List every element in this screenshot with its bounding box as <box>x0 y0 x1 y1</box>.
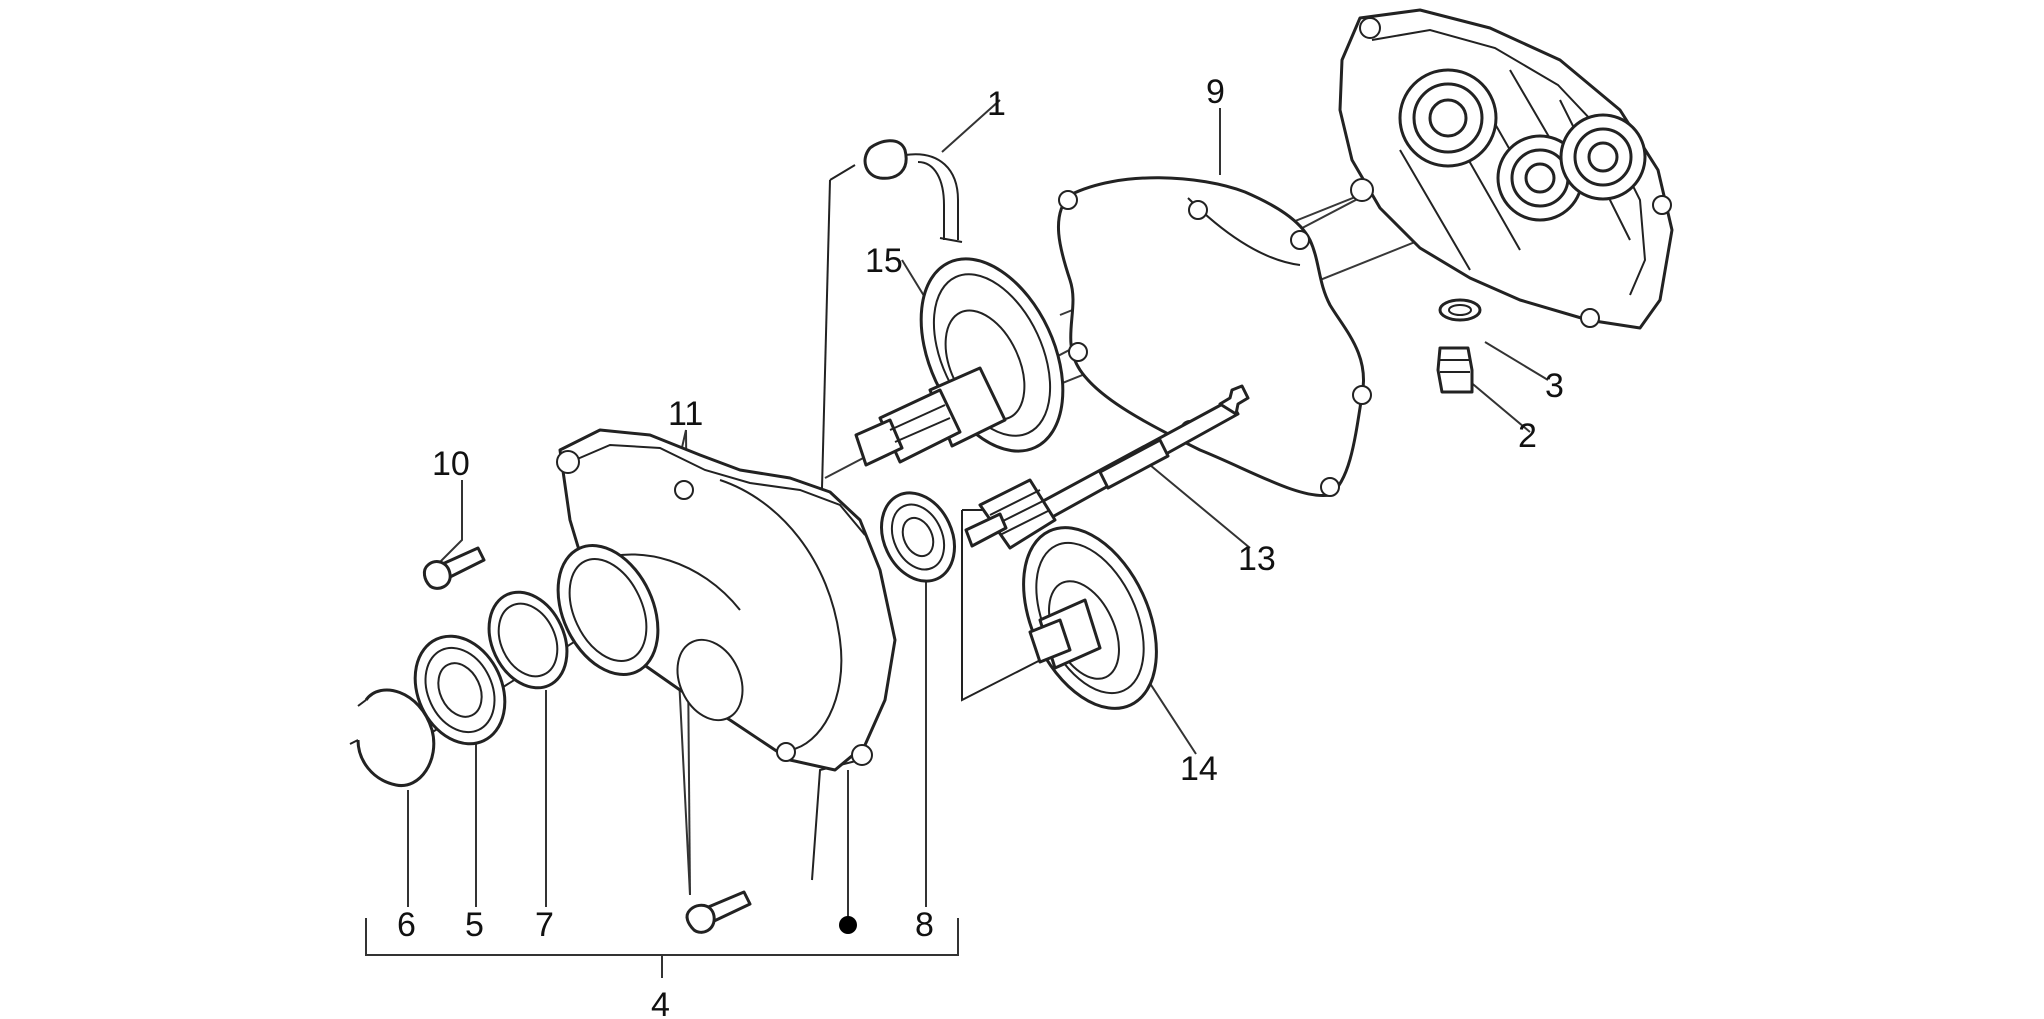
pipe-1 <box>863 139 963 243</box>
circlip-6 <box>349 688 436 787</box>
callout-3: 3 <box>1545 367 1564 405</box>
assembly-dot-marker <box>839 916 857 934</box>
callout-4: 4 <box>651 986 670 1019</box>
callout-9: 9 <box>1206 73 1225 111</box>
callout-2: 2 <box>1518 417 1537 455</box>
seal-7 <box>487 590 569 690</box>
transmission-cover <box>556 428 897 772</box>
gear-14 <box>1022 526 1158 710</box>
callout-5: 5 <box>465 906 484 944</box>
gearbox-housing <box>1338 8 1674 330</box>
callout-labels: 1 2 3 4 5 6 7 8 9 10 11 13 14 15 <box>397 73 1564 1019</box>
washer-3 <box>1438 298 1482 322</box>
callout-8: 8 <box>915 906 934 944</box>
bolt-11 <box>685 890 752 934</box>
callout-14: 14 <box>1180 750 1218 788</box>
callout-6: 6 <box>397 906 416 944</box>
shaft-13 <box>964 384 1250 550</box>
gear-15 <box>854 257 1065 467</box>
bolt-10 <box>422 546 486 590</box>
callout-11: 11 <box>668 395 703 433</box>
callout-1: 1 <box>987 85 1006 123</box>
callout-7: 7 <box>535 906 554 944</box>
drain-plug-2 <box>1436 346 1474 394</box>
callout-13: 13 <box>1238 540 1276 578</box>
callout-15: 15 <box>865 242 903 280</box>
gasket-9 <box>1056 176 1372 498</box>
bearing-5 <box>413 634 507 746</box>
callout-10: 10 <box>432 445 470 483</box>
bearing-8 <box>880 491 956 583</box>
